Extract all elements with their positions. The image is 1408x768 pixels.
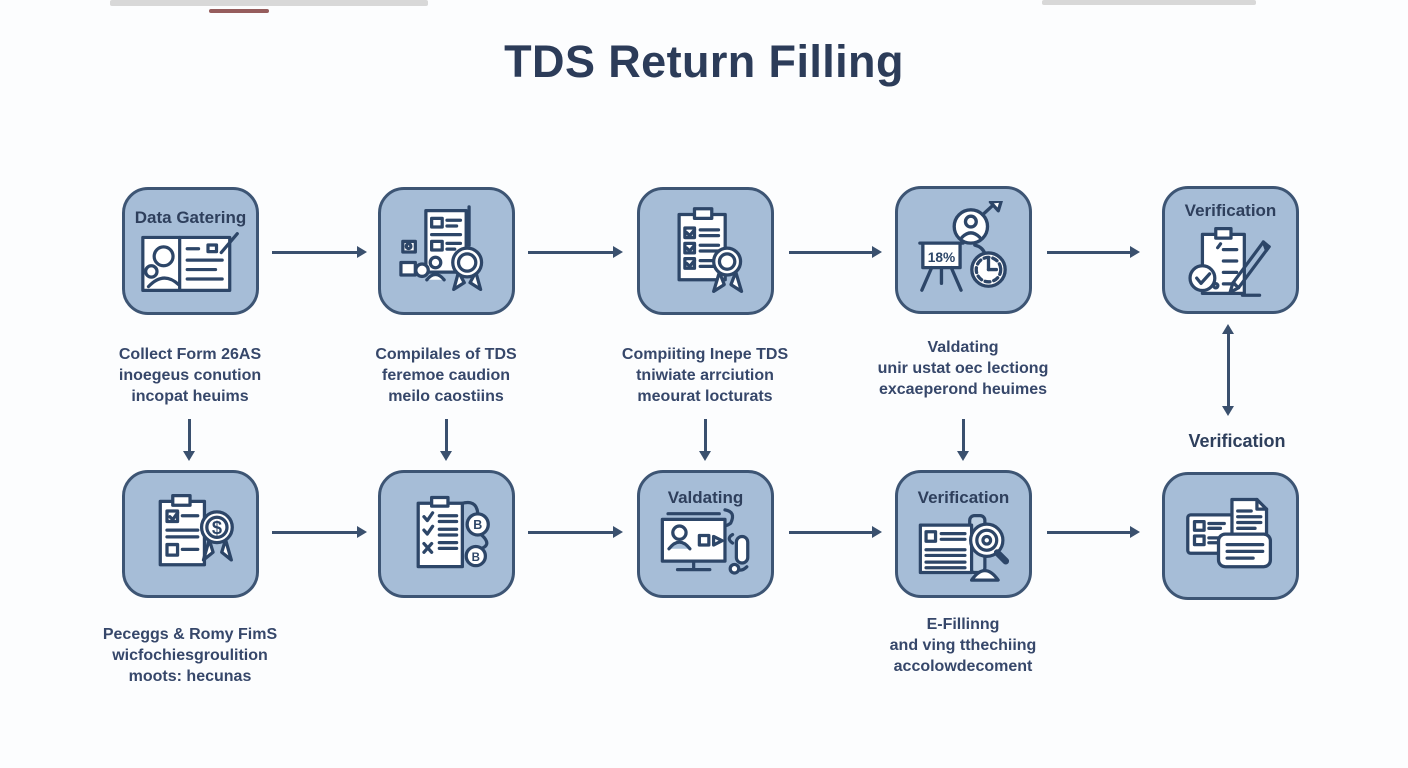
arrow-right-icon [789,526,882,537]
step-box-verification-bottom: Verification [895,470,1032,598]
node-label-b1: B [473,518,482,532]
clipboard-dollar-ribbon-icon: $ [158,493,234,567]
step-box-verification-top: Verification [1162,186,1299,314]
screenshot-edge-artifact [1042,0,1256,5]
checklist-ribbon-icon [676,207,743,293]
caption-fees-returns: Peceggs & Romy FimS wicfochiesgroulition… [102,626,278,685]
caption-tds-compilation: Compilales of TDS feremoe caudion meilo … [375,346,517,405]
arrow-right-icon [789,246,882,257]
node-label-b2: B [471,552,479,564]
step-box-validating: Valdating [637,470,774,598]
box-label: Verification [1184,201,1277,220]
document-magnifier-icon [918,513,1009,582]
step-box-tds-compilation [378,187,515,315]
box-label: Valdating [667,488,744,507]
arrow-vertical-double-icon [1222,324,1233,416]
caption-tds-computation: Compiiting Inepe TDS tniwiate arrciution… [621,346,789,405]
arrow-down-icon [183,419,194,461]
step-box-data-gathering: Data Gatering [122,187,259,315]
arrow-down-icon [699,419,710,461]
arrow-right-icon [272,246,367,257]
arrow-right-icon [272,526,367,537]
checklist-branch-icon: B B [416,495,490,569]
monitor-validation-icon [660,508,749,575]
rate-board-clock-icon: 18% [917,201,1007,292]
dollar-text: $ [211,517,221,538]
screenshot-edge-artifact [209,9,269,13]
arrow-right-icon [528,526,623,537]
page-title: TDS Return Filling [504,36,904,87]
verification-link-label: Verification [1188,431,1286,451]
step-box-filed-documents [1162,472,1299,600]
arrow-right-icon [528,246,623,257]
caption-e-filing: E-Fillinng and ving tthechiing accolowde… [889,616,1037,675]
caption-validating: Valdating unir ustat oec lectiong excaep… [877,339,1049,398]
arrow-down-icon [957,419,968,461]
arrow-right-icon [1047,246,1140,257]
arrow-right-icon [1047,526,1140,537]
arrow-down-icon [440,419,451,461]
box-label: Verification [917,488,1010,507]
step-box-validating-rates: 18% [895,186,1032,314]
certificate-document-icon [398,205,483,292]
caption-data-gathering: Collect Form 26AS inoegeus conution inco… [118,346,262,405]
documents-stack-icon [1185,497,1272,569]
step-box-tds-computation [637,187,774,315]
box-label: Data Gatering [134,208,247,227]
rate-text: 18% [927,250,954,265]
person-id-card-icon [140,232,239,292]
screenshot-edge-artifact [110,0,428,6]
step-box-fees-returns: $ [122,470,259,598]
clipboard-check-pencil-icon [1187,227,1271,297]
step-box-checklist-branches: B B [378,470,515,598]
